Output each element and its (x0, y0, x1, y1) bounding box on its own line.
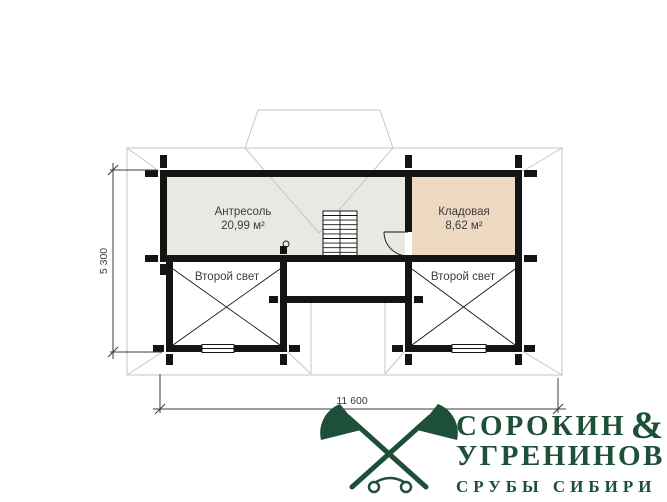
dimension-label-horizontal: 11 600 (336, 395, 368, 407)
room-label-second-light-left: Второй свет (146, 270, 308, 284)
room-label-antresol: Антресоль 20,99 м² (162, 205, 324, 233)
room-label-second-light-right: Второй свет (383, 270, 543, 284)
room-name: Второй свет (194, 271, 260, 283)
window-left (201, 344, 235, 353)
room-name: Кладовая (438, 206, 490, 218)
log-walls (145, 155, 537, 365)
logo-name-line1: СОРОКИН& (456, 404, 664, 447)
room-area: 8,62 м² (445, 220, 483, 233)
room-name: Второй свет (430, 271, 496, 283)
room-antresol-fill (167, 177, 405, 255)
room-label-kladovaya: Кладовая 8,62 м² (383, 205, 545, 233)
room-area: 20,99 м² (221, 220, 265, 233)
crossed-axes-icon (320, 404, 458, 494)
roof-outline (126, 147, 563, 376)
room-name: Антресоль (214, 206, 272, 218)
window-right (451, 344, 487, 353)
void-cross-left (172, 268, 281, 346)
logo-ampersand: & (630, 404, 664, 447)
dimension-lines (107, 163, 566, 415)
logo-name-line2: УГРЕНИНОВ (456, 440, 665, 472)
dimension-label-vertical: 5 300 (98, 247, 110, 275)
door-swing (383, 231, 409, 257)
logo-tagline: СРУБЫ СИБИРИ (456, 477, 657, 496)
logo-text: СОРОКИН& УГРЕНИНОВ СРУБЫ СИБИРИ (456, 404, 667, 497)
staircase (322, 210, 358, 258)
void-cross-right (411, 268, 516, 346)
room-kladovaya-fill (412, 177, 515, 255)
